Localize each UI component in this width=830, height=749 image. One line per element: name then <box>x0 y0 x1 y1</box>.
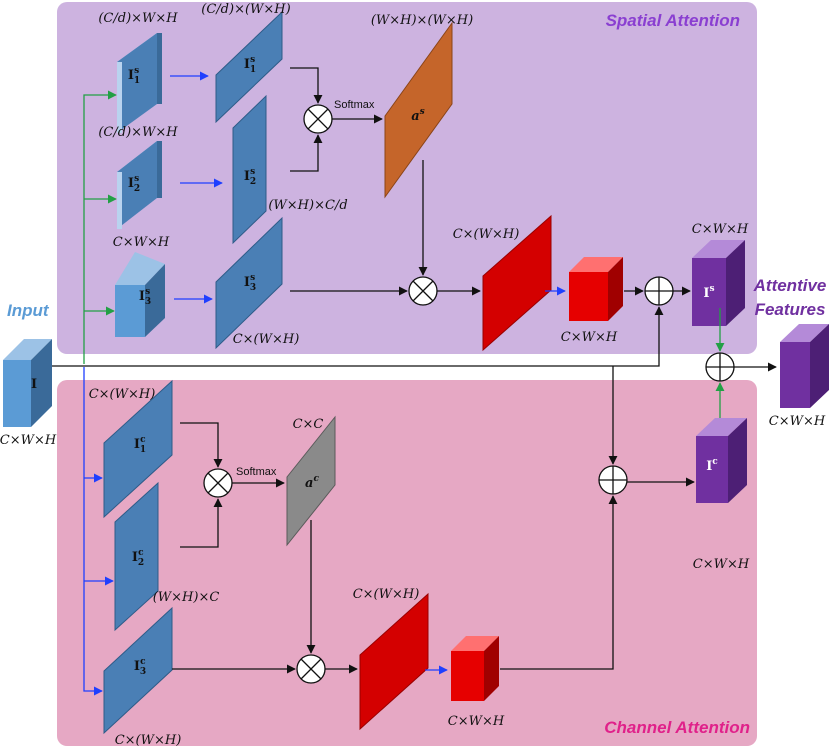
dims-spatial-output-flat: C×(W×H) <box>453 227 520 242</box>
tensor-attentive-features <box>780 324 829 408</box>
spatial-attention-title: Spatial Attention <box>606 11 740 30</box>
tensor-is1-reshaped: I1s <box>215 10 283 124</box>
dims-spatial-output: C×W×H <box>561 330 618 345</box>
dims-ic-output: C×W×H <box>693 557 750 572</box>
output-title-line1: Attentive <box>753 276 827 295</box>
tensor-is3: I3s <box>115 252 165 337</box>
tensor-is3-reshaped: I3s <box>215 216 283 350</box>
dims-is3-reshaped: C×(W×H) <box>233 332 300 347</box>
tensor-input: I <box>3 339 52 427</box>
svg-text:I1s: I1s <box>244 55 256 75</box>
tensor-channel-output-flat <box>359 592 429 731</box>
channel-attention-panel <box>57 380 757 746</box>
svg-text:I: I <box>31 377 37 392</box>
tensor-is2-reshaped: I2s <box>232 94 267 245</box>
tensor-is-output: Is <box>692 240 745 326</box>
output-title-line2: Features <box>755 300 826 319</box>
dims-as: (W×H)×(W×H) <box>371 13 473 28</box>
dims-is1: (C/d)×W×H <box>98 11 178 26</box>
svg-text:I3s: I3s <box>244 273 256 293</box>
dims-is2-reshaped: (W×H)×C/d <box>268 198 347 213</box>
tensor-channel-output <box>451 636 499 701</box>
channel-attention-title: Channel Attention <box>604 718 750 737</box>
svg-text:Is: Is <box>703 284 714 301</box>
svg-text:I1c: I1c <box>134 435 146 455</box>
svg-text:I2s: I2s <box>128 174 140 194</box>
svg-text:I3c: I3c <box>134 657 146 677</box>
tensor-ic1: I1c <box>103 379 173 519</box>
dims-channel-output: C×W×H <box>448 714 505 729</box>
attention-map-ac: ac <box>286 415 336 547</box>
softmax-label-channel: Softmax <box>236 466 277 478</box>
tensor-ic-output: Ic <box>696 418 747 503</box>
dims-ac: C×C <box>293 417 324 432</box>
tensor-spatial-output <box>569 257 623 321</box>
svg-text:I2c: I2c <box>132 548 144 568</box>
dims-ic1: C×(W×H) <box>89 387 156 402</box>
dims-ic3: C×(W×H) <box>115 733 182 748</box>
connectors <box>52 67 777 696</box>
attention-map-as: as <box>384 21 453 199</box>
svg-text:I1s: I1s <box>128 66 140 86</box>
dims-input: C×W×H <box>0 433 57 448</box>
dims-is3: C×W×H <box>113 235 170 250</box>
input-title: Input <box>7 301 50 320</box>
softmax-label-spatial: Softmax <box>334 99 375 111</box>
tensor-spatial-output-flat <box>482 214 552 352</box>
tensor-ic2: I2c <box>114 481 159 632</box>
svg-text:I3s: I3s <box>139 287 151 307</box>
dims-ic2: (W×H)×C <box>153 590 220 605</box>
dims-is2: (C/d)×W×H <box>98 125 178 140</box>
svg-text:I2s: I2s <box>244 167 256 187</box>
dims-is-output: C×W×H <box>692 222 749 237</box>
dims-channel-output-flat: C×(W×H) <box>353 587 420 602</box>
tensor-ic3: I3c <box>103 606 173 735</box>
tensor-is1: I1s <box>117 33 162 133</box>
tensor-is2: I2s <box>117 141 162 229</box>
dims-attentive-features: C×W×H <box>769 414 826 429</box>
dims-is1-reshaped: (C/d)×(W×H) <box>201 2 290 17</box>
